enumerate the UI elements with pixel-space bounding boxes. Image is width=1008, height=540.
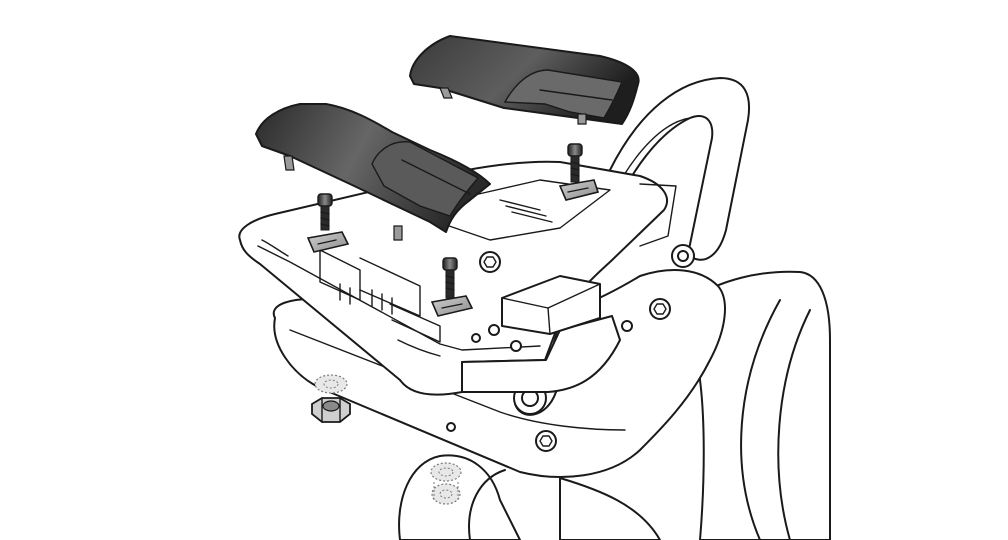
cover-front-tab-1: [283, 155, 295, 171]
cover-rear: [409, 35, 640, 125]
clamp-plate-right-slot: [567, 187, 589, 193]
rack-tray-slot-front: [397, 339, 441, 357]
cover-front-tab-2: [393, 225, 403, 241]
cover-front-highlight: [371, 141, 480, 217]
rack-tube-bracket: [639, 183, 677, 247]
rack-tray-rim: [257, 245, 541, 351]
plate-small-hole: [446, 422, 456, 432]
nut-left: [311, 397, 351, 423]
clamp-plate-left-slot: [317, 239, 337, 245]
vehicle-body: [398, 270, 831, 540]
rear-fender: [559, 477, 661, 540]
rack-small-hole-1: [488, 324, 500, 336]
rack-hex-hole-1: [479, 251, 501, 273]
plate-small-hole-2: [621, 320, 633, 332]
hidden-washer-lower-2: [431, 482, 461, 505]
side-fairing-curve-inner: [777, 309, 811, 540]
rack-tray-slot-left: [261, 239, 289, 257]
lower-swingarm-inner: [468, 469, 506, 540]
bolt-assembly-right: [558, 143, 600, 201]
rack-small-hole-3: [471, 333, 481, 343]
rack-rib-1: [319, 249, 361, 301]
bolt-left-threads: [320, 211, 330, 227]
rack-inner-box: [501, 275, 601, 335]
rack-small-hole-2: [510, 340, 522, 352]
bolt-center-threads: [445, 275, 455, 291]
plate-bolt-hole-2: [535, 430, 557, 452]
rack-rib-2: [359, 257, 421, 317]
rack-upper-deck-slots: [499, 199, 553, 223]
bolt-center-head: [442, 257, 458, 271]
bolt-assembly-left: [306, 193, 350, 253]
clamp-plate-center-slot: [441, 303, 463, 309]
rack-rib-slots: [339, 283, 393, 315]
cover-rear-tab-2: [577, 113, 587, 125]
plate-bolt-hole-1: [649, 298, 671, 320]
mounting-plate-edge: [289, 329, 626, 431]
cover-front: [255, 103, 491, 241]
bolt-right-threads: [570, 161, 580, 177]
cover-rear-tab-1: [439, 87, 453, 99]
hidden-washer-lower-1: [430, 462, 462, 482]
rack-inner-box-edge: [547, 307, 551, 335]
cover-front-crease: [401, 159, 471, 195]
cover-rear-crease: [539, 89, 613, 101]
side-fairing-curve: [740, 299, 781, 540]
cover-rear-highlight: [503, 69, 623, 119]
rack-rib-3: [389, 303, 441, 343]
bolt-assembly-center: [430, 257, 474, 317]
bolt-right-head: [567, 143, 583, 157]
hidden-washer-left: [314, 374, 348, 394]
grab-handle-end-pivot-inner: [677, 250, 689, 262]
seat-outline: [689, 270, 831, 540]
rack-side-plate: [461, 315, 621, 393]
bolt-left-head: [317, 193, 333, 207]
lower-swingarm: [398, 454, 521, 540]
